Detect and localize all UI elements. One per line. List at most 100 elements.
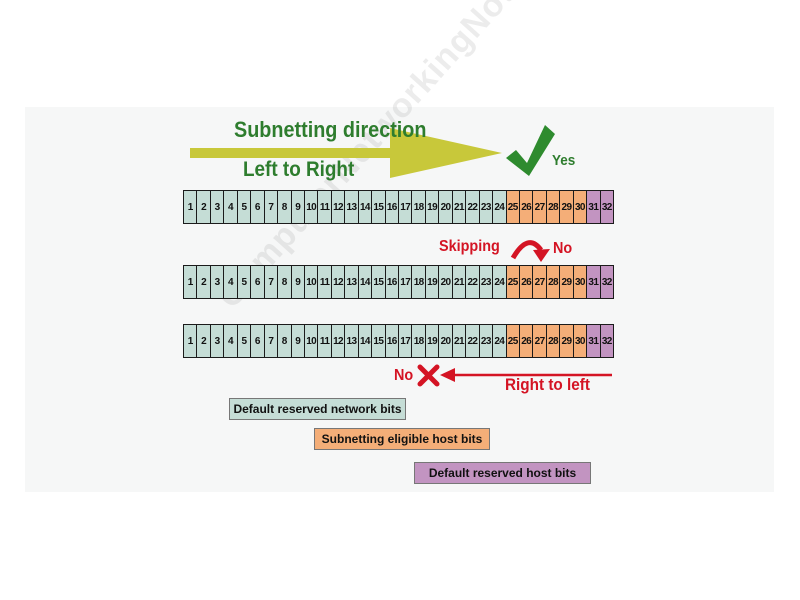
skip-curve-arrow <box>510 240 544 260</box>
bit-cell: 13 <box>345 191 359 223</box>
x-mark-icon <box>417 364 440 387</box>
bit-cell: 23 <box>479 266 494 298</box>
bit-cell: 10 <box>304 266 319 298</box>
bit-cell: 26 <box>519 266 534 298</box>
bit-cell: 21 <box>452 266 467 298</box>
skipping-label: Skipping <box>439 238 500 255</box>
bit-cell: 4 <box>224 266 238 298</box>
bit-cell: 32 <box>600 266 613 298</box>
right-to-left-label: Right to left <box>505 375 590 394</box>
bit-cell: 19 <box>425 191 440 223</box>
bit-cell: 21 <box>452 191 467 223</box>
bit-cell: 31 <box>587 266 601 298</box>
bit-cell: 9 <box>291 266 305 298</box>
bit-cell: 12 <box>331 325 346 357</box>
bit-cell: 20 <box>439 191 453 223</box>
bit-cell: 9 <box>291 191 305 223</box>
bit-cell: 28 <box>546 191 561 223</box>
bit-cell: 30 <box>573 266 588 298</box>
bit-cell: 17 <box>399 325 413 357</box>
bit-cell: 22 <box>466 266 480 298</box>
bit-cell: 32 <box>600 325 613 357</box>
bit-cell: 16 <box>385 266 399 298</box>
bit-cell: 7 <box>264 191 279 223</box>
bit-cell: 15 <box>372 266 386 298</box>
bit-cell: 1 <box>184 266 198 298</box>
bit-cell: 24 <box>493 325 507 357</box>
bit-cell: 14 <box>358 266 373 298</box>
bit-cell: 2 <box>197 266 211 298</box>
bit-cell: 15 <box>372 191 386 223</box>
bit-cell: 14 <box>358 325 373 357</box>
bit-cell: 16 <box>385 191 399 223</box>
bit-cell: 4 <box>224 325 238 357</box>
bit-cell: 6 <box>251 191 265 223</box>
bit-cell: 7 <box>264 325 279 357</box>
legend-network-bits: Default reserved network bits <box>229 398 406 420</box>
bit-cell: 11 <box>318 325 332 357</box>
bit-cell: 10 <box>304 325 319 357</box>
bit-cell: 27 <box>533 325 547 357</box>
bit-cell: 7 <box>264 266 279 298</box>
bit-cell: 15 <box>372 325 386 357</box>
bit-cell: 11 <box>318 191 332 223</box>
bit-cell: 27 <box>533 266 547 298</box>
bit-cell: 28 <box>546 325 561 357</box>
bit-cell: 29 <box>560 191 574 223</box>
bit-cell: 10 <box>304 191 319 223</box>
bit-cell: 17 <box>399 191 413 223</box>
bit-cell: 1 <box>184 191 198 223</box>
bit-cell: 23 <box>479 191 494 223</box>
bit-cell: 1 <box>184 325 198 357</box>
bit-cell: 11 <box>318 266 332 298</box>
bit-cell: 18 <box>412 266 426 298</box>
bit-cell: 12 <box>331 191 346 223</box>
left-to-right-arrow <box>190 128 502 178</box>
bit-cell: 28 <box>546 266 561 298</box>
legend-host-bits: Default reserved host bits <box>414 462 591 484</box>
bit-cell: 22 <box>466 325 480 357</box>
bit-cell: 18 <box>412 325 426 357</box>
bit-cell: 3 <box>210 191 225 223</box>
bit-cell: 4 <box>224 191 238 223</box>
bit-cell: 2 <box>197 325 211 357</box>
bit-cell: 26 <box>519 325 534 357</box>
bit-cell: 29 <box>560 266 574 298</box>
bit-cell: 8 <box>278 191 292 223</box>
bit-cell: 27 <box>533 191 547 223</box>
bit-cell: 13 <box>345 325 359 357</box>
bit-cell: 19 <box>425 325 440 357</box>
bit-cell: 20 <box>439 325 453 357</box>
subnetting-direction-title: Subnetting direction <box>234 117 427 142</box>
bit-cell: 23 <box>479 325 494 357</box>
bit-cell: 14 <box>358 191 373 223</box>
bit-cell: 17 <box>399 266 413 298</box>
bit-cell: 22 <box>466 191 480 223</box>
bit-cell: 31 <box>587 325 601 357</box>
bit-cell: 19 <box>425 266 440 298</box>
skip-no-label: No <box>553 240 573 257</box>
bit-cell: 8 <box>278 266 292 298</box>
bit-cell: 21 <box>452 325 467 357</box>
bit-cell: 25 <box>506 325 520 357</box>
rtl-no-label: No <box>394 367 414 384</box>
skip-arrow-head <box>533 249 550 262</box>
bit-cell: 3 <box>210 325 225 357</box>
bit-cell: 25 <box>506 191 520 223</box>
bit-cell: 16 <box>385 325 399 357</box>
yes-label: Yes <box>552 152 576 169</box>
right-to-left-arrow-head <box>440 368 455 382</box>
bit-cell: 5 <box>237 266 252 298</box>
check-mark-icon <box>506 125 555 176</box>
legend-eligible-host-bits: Subnetting eligible host bits <box>314 428 490 450</box>
bit-cell: 18 <box>412 191 426 223</box>
bit-cell: 5 <box>237 325 252 357</box>
bit-cell: 2 <box>197 191 211 223</box>
bit-cell: 29 <box>560 325 574 357</box>
bit-cell: 12 <box>331 266 346 298</box>
bit-cell: 24 <box>493 266 507 298</box>
